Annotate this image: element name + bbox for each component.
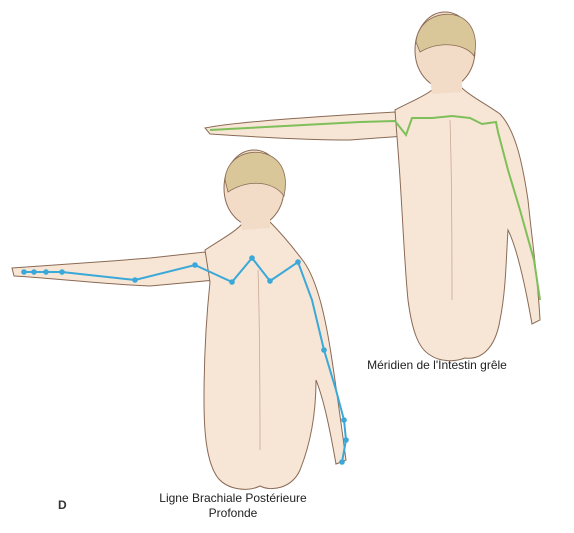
- figure-right-neck: [430, 78, 462, 94]
- meridian-point: [31, 269, 37, 275]
- meridian-point: [43, 269, 49, 275]
- caption-small-intestine-meridian: Méridien de l'Intestin grêle: [352, 358, 522, 373]
- meridian-point: [192, 262, 198, 268]
- meridian-point: [21, 269, 27, 275]
- meridian-point: [59, 269, 65, 275]
- meridian-point: [343, 437, 349, 443]
- meridian-point: [339, 459, 345, 465]
- meridian-point: [341, 417, 347, 423]
- meridian-point: [267, 278, 273, 284]
- meridian-point: [321, 347, 327, 353]
- caption-deep-back-arm-line-2: Profonde: [148, 506, 318, 521]
- figure-left-body: [12, 150, 349, 489]
- panel-letter: D: [58, 498, 67, 513]
- meridian-point: [295, 259, 301, 265]
- caption-deep-back-arm-line-1: Ligne Brachiale Postérieure: [148, 491, 318, 506]
- meridian-point: [229, 279, 235, 285]
- figure-right-torso: [395, 88, 540, 361]
- figure-right-arm: [205, 112, 405, 140]
- meridian-point: [132, 277, 138, 283]
- figure-left-neck: [240, 216, 270, 230]
- meridian-point: [249, 255, 255, 261]
- figure-left-arm: [12, 252, 215, 286]
